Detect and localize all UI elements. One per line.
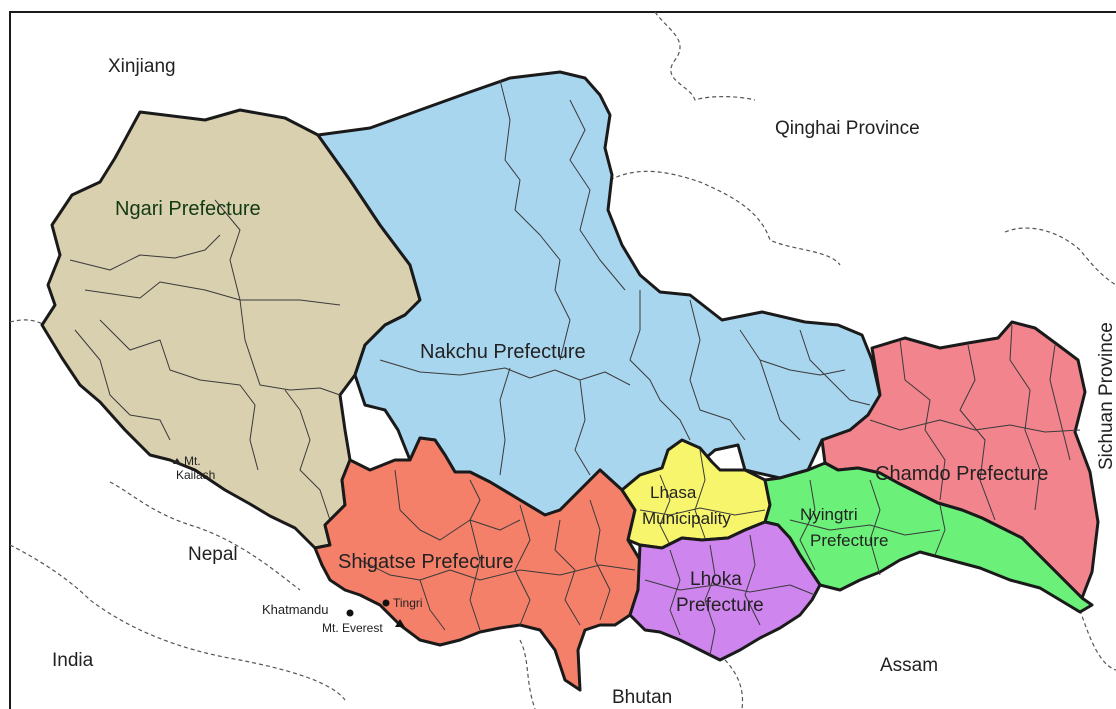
bhutan-label: Bhutan <box>612 687 672 708</box>
assam-label: Assam <box>880 655 938 676</box>
kailash-label-line2: Kailash <box>176 468 215 482</box>
lhoka-label-line2: Prefecture <box>676 595 764 616</box>
khatmandu-label: Khatmandu <box>262 602 329 617</box>
mountain-icon <box>173 458 181 464</box>
shigatse-region[interactable] <box>313 436 642 692</box>
nakchu-region[interactable] <box>316 70 882 517</box>
nyingtri-label-line2: Prefecture <box>810 531 888 550</box>
everest-label: Mt. Everest <box>322 621 383 635</box>
nakchu-label: Nakchu Prefecture <box>420 341 586 363</box>
xinjiang-label: Xinjiang <box>108 56 176 77</box>
tingri-label: Tingri <box>393 596 423 610</box>
ngari-label: Ngari Prefecture <box>115 198 261 220</box>
shigatse-prefecture[interactable] <box>313 436 642 692</box>
khatmandu-marker: Khatmandu <box>262 602 354 617</box>
city-dot-icon <box>346 609 354 617</box>
shigatse-label: Shigatse Prefecture <box>338 551 514 573</box>
mt-everest-marker: Mt. Everest <box>322 619 405 635</box>
lhoka-prefecture[interactable] <box>628 520 822 662</box>
city-dot-icon <box>382 599 390 607</box>
qinghai-label: Qinghai Province <box>775 118 920 139</box>
mountain-icon <box>395 619 405 627</box>
kailash-label-line1: Mt. <box>184 454 201 468</box>
lhasa-label-line2: Municipality <box>642 509 731 528</box>
mt-kailash-marker: Mt. Kailash <box>173 454 215 482</box>
chamdo-label: Chamdo Prefecture <box>875 463 1048 485</box>
tingri-marker: Tingri <box>382 596 423 610</box>
sichuan-label: Sichuan Province <box>1096 322 1116 470</box>
nyingtri-label-line1: Nyingtri <box>800 505 858 524</box>
lhoka-region[interactable] <box>628 520 822 662</box>
lhasa-label-line1: Lhasa <box>650 483 697 502</box>
nakchu-prefecture[interactable] <box>316 70 882 517</box>
nepal-label: Nepal <box>188 544 238 565</box>
lhoka-label-line1: Lhoka <box>690 569 742 590</box>
india-label: India <box>52 650 94 671</box>
